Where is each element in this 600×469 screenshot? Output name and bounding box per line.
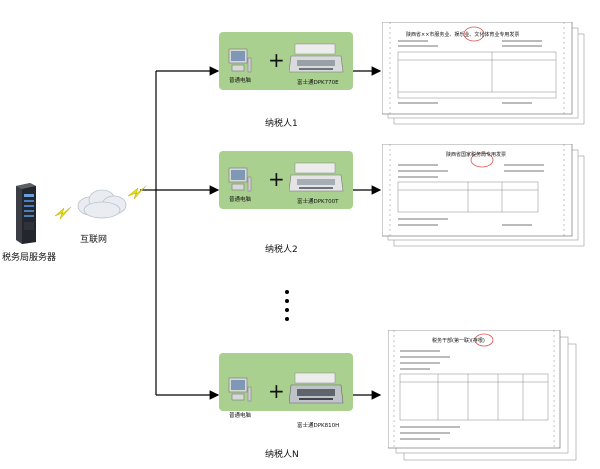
taxpayer-panel-1: 普通电脑 + 富士通DPK770E <box>219 32 353 90</box>
server-icon <box>14 182 38 244</box>
server-label: 税务局服务器 <box>2 253 57 263</box>
computer-icon <box>228 167 252 197</box>
invoice-form-2: 陕西省国家税务局专用发票 <box>381 143 588 248</box>
lightning-icon-left <box>54 206 72 220</box>
stamp-icon <box>463 26 485 42</box>
internet-label: 互联网 <box>80 235 108 245</box>
lightning-icon-right <box>127 185 147 200</box>
invoice-form-n: 税务干部(第一联)(存根) <box>387 329 594 462</box>
pc-label: 普通电脑 <box>229 197 252 203</box>
form-title: 陕西省××市服务业、娱乐业、文化体育业专用发票 <box>406 32 520 38</box>
taxpayer-label-1: 纳税人1 <box>265 119 298 129</box>
cloud-icon <box>74 186 130 220</box>
plus-sign: + <box>268 379 285 403</box>
form-title: 税务干部(第一联)(存根) <box>432 338 485 344</box>
taxpayer-panel-2: 普通电脑 + 富士通DPK700T <box>219 151 353 209</box>
pc-label: 普通电脑 <box>229 78 252 84</box>
form-title: 陕西省国家税务局专用发票 <box>446 152 507 158</box>
invoice-form-1: 陕西省××市服务业、娱乐业、文化体育业专用发票 <box>381 21 588 126</box>
printer-icon <box>288 161 345 199</box>
plus-sign: + <box>268 167 285 191</box>
taxpayer-panel-n: 普通电脑 + 富士通DPK810H <box>219 353 353 429</box>
pc-label: 普通电脑 <box>229 413 252 419</box>
printer-label: 富士通DPK810H <box>297 423 340 429</box>
computer-icon <box>228 377 252 407</box>
plus-sign: + <box>268 48 285 72</box>
stamp-icon <box>474 333 494 347</box>
printer-icon <box>288 42 345 80</box>
taxpayer-label-n: 纳税人N <box>265 450 299 460</box>
ellipsis-dots <box>285 290 289 321</box>
computer-icon <box>228 48 252 78</box>
stamp-icon <box>470 152 494 168</box>
printer-label: 富士通DPK700T <box>297 199 339 205</box>
printer-label: 富士通DPK770E <box>297 80 339 86</box>
taxpayer-label-2: 纳税人2 <box>265 245 298 255</box>
printer-icon <box>288 371 345 411</box>
